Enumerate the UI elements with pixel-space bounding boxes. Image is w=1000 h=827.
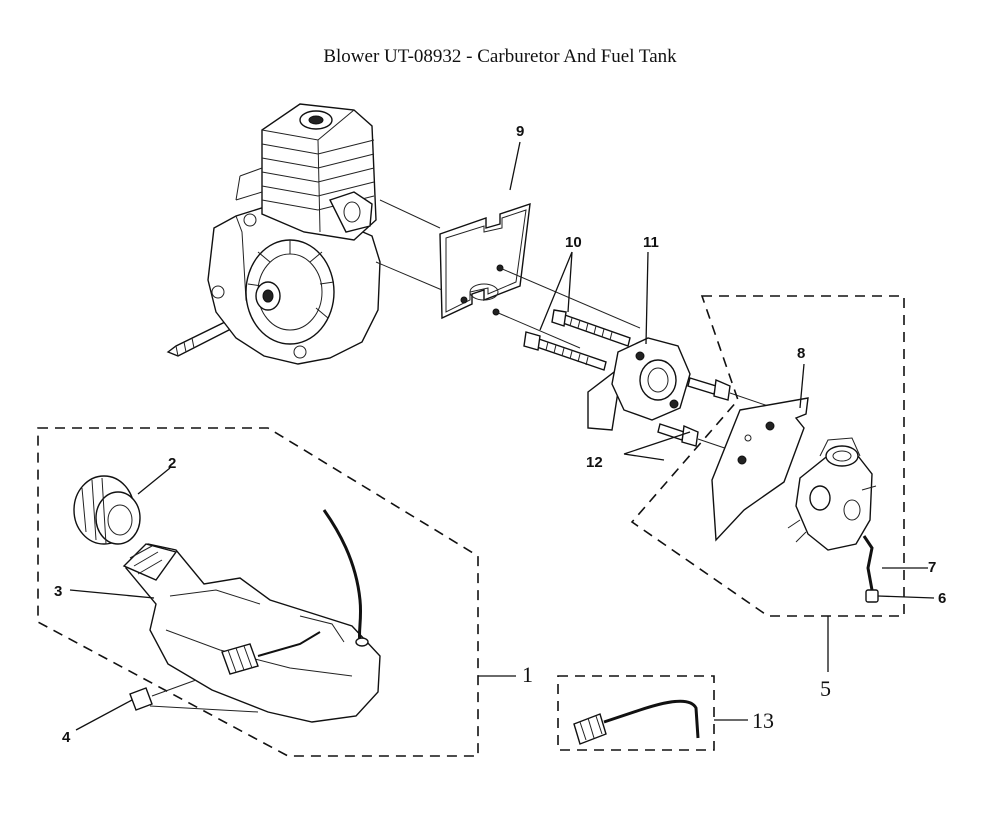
callout-12: 12 [586, 454, 603, 471]
gasket-part-9 [375, 199, 641, 349]
leader-lines [69, 141, 935, 731]
fuel-filter-line-kit-part-13 [557, 675, 715, 751]
callout-6: 6 [938, 590, 946, 607]
callout-5: 5 [820, 676, 831, 701]
insulator-block-part-11 [587, 337, 691, 431]
callout-3: 3 [54, 583, 62, 600]
callout-2: 2 [168, 455, 176, 472]
callout-13: 13 [752, 708, 774, 733]
fuel-tank-assembly-part-1 [37, 427, 479, 757]
short-screws-part-12 [657, 377, 781, 461]
carburetor-assembly-part-5 [630, 295, 905, 617]
callout-labels: 9 10 11 12 8 2 3 4 7 6 1 5 13 [54, 123, 946, 746]
long-bolts-part-10 [523, 309, 631, 371]
callout-1: 1 [522, 662, 533, 687]
diagram-title: Blower UT-08932 - Carburetor And Fuel Ta… [323, 46, 677, 67]
callout-4: 4 [62, 729, 71, 746]
callout-8: 8 [797, 345, 805, 362]
callout-11: 11 [643, 234, 659, 251]
callout-7: 7 [928, 559, 936, 576]
callout-9: 9 [516, 123, 524, 140]
engine-cylinder-illustration [166, 103, 381, 365]
callout-10: 10 [565, 234, 582, 251]
